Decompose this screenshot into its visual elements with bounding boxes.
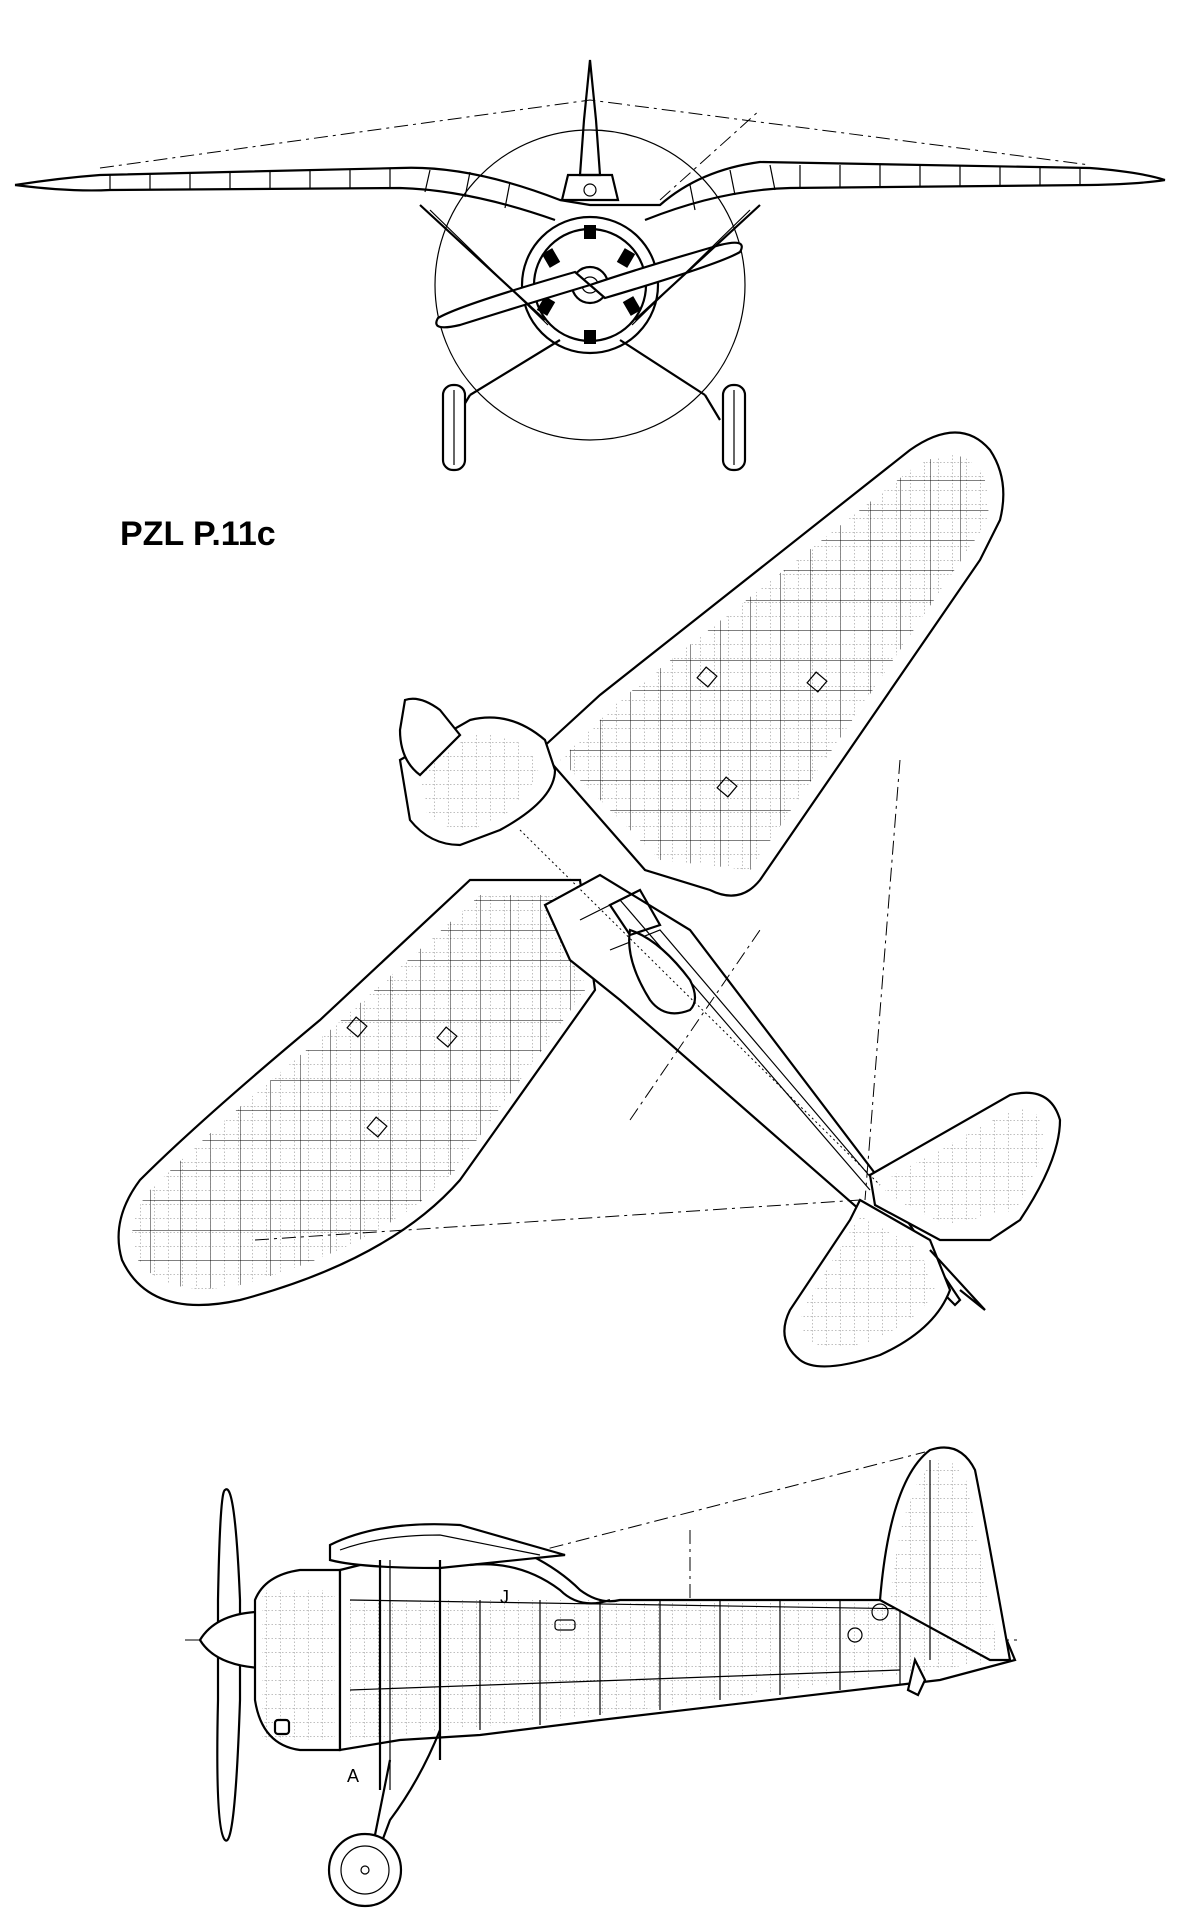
annotation-label-a: A [347,1766,359,1786]
top-view [117,431,1062,1368]
front-view [14,59,1166,472]
svg-text:J: J [500,1587,509,1607]
aircraft-title: PZL P.11c [120,515,276,553]
side-view: J A [185,1446,1020,1908]
